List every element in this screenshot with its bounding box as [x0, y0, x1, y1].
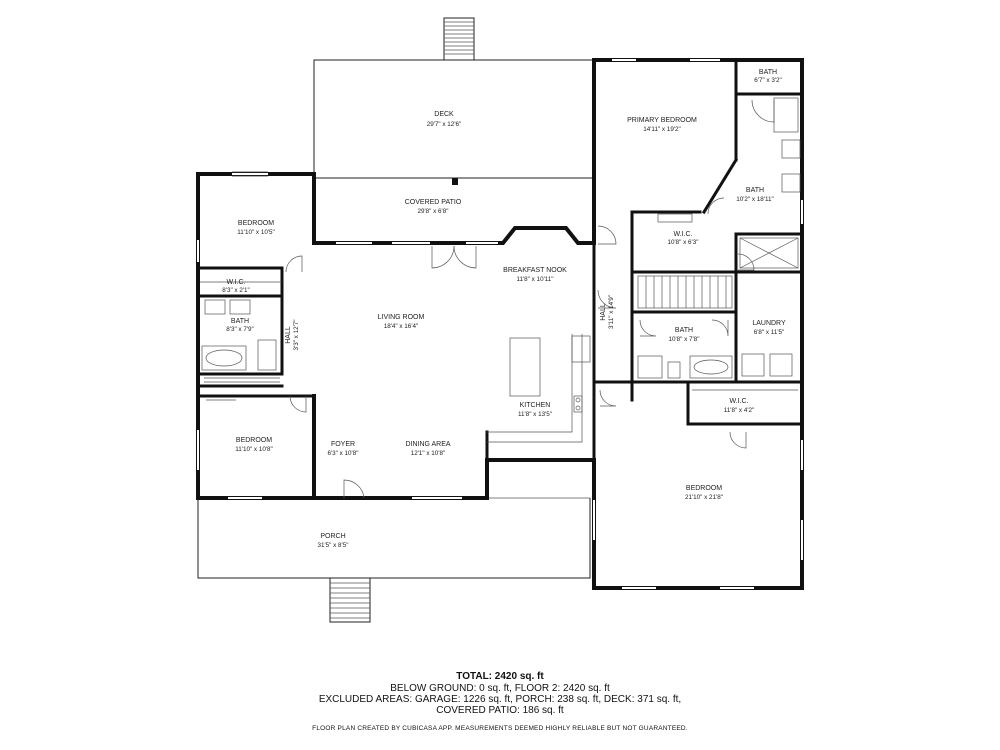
- bedroom-nw-name: BEDROOM: [238, 220, 274, 227]
- foyer-dim: 6'3" x 10'8": [327, 450, 358, 457]
- foyer-name: FOYER: [331, 441, 355, 448]
- laundry-name: LAUNDRY: [752, 320, 786, 327]
- dining-area-name: DINING AREA: [405, 441, 450, 448]
- floor-plan: DECK 29'7" x 12'6" COVERED PATIO 29'8" x…: [196, 17, 804, 623]
- wic-primary-dim: 10'8" x 6'3": [667, 239, 698, 246]
- excluded-areas-cont: COVERED PATIO: 186 sq. ft: [436, 705, 564, 716]
- hall-east-name: HALL: [600, 303, 607, 321]
- bedroom-sw-dim: 11'10" x 10'8": [235, 446, 273, 453]
- wic-primary-name: W.I.C.: [673, 231, 692, 238]
- room-labels: DECK 29'7" x 12'6" COVERED PATIO 29'8" x…: [222, 69, 786, 549]
- bath-west-dim: 8'3" x 7'9": [226, 326, 254, 333]
- bath-primary-name: BATH: [746, 187, 764, 194]
- deck-stairs: [443, 17, 475, 61]
- bedroom-se-name: BEDROOM: [686, 485, 722, 492]
- breakfast-nook-dim: 11'8" x 10'11": [516, 276, 553, 283]
- covered-patio-dim: 29'8" x 6'8": [417, 208, 448, 215]
- porch-outline: [197, 497, 591, 579]
- bath-center-name: BATH: [675, 327, 693, 334]
- total-area: TOTAL: 2420 sq. ft: [456, 671, 544, 682]
- bath-primary-dim: 10'2" x 18'11": [736, 196, 774, 203]
- hall-east-dim: 3'11" x 14'9": [608, 295, 615, 329]
- porch-dim: 31'5" x 8'5": [317, 542, 348, 549]
- kitchen-name: KITCHEN: [520, 402, 551, 409]
- doors: [285, 99, 775, 499]
- deck-name: DECK: [434, 111, 454, 118]
- covered-patio-name: COVERED PATIO: [405, 199, 462, 206]
- bath-small-dim: 6'7" x 3'2": [754, 77, 782, 84]
- bath-small-name: BATH: [759, 69, 777, 76]
- wic-east-dim: 11'8" x 4'2": [724, 407, 755, 414]
- exterior-walls: [196, 58, 804, 590]
- fixtures: [200, 97, 801, 443]
- deck-dim: 29'7" x 12'6": [427, 121, 462, 128]
- kitchen-dim: 11'8" x 13'5": [518, 411, 552, 418]
- disclaimer: FLOOR PLAN CREATED BY CUBICASA APP. MEAS…: [312, 725, 688, 732]
- primary-bedroom-name: PRIMARY BEDROOM: [627, 117, 697, 124]
- hall-west-dim: 3'3" x 12'7": [293, 319, 300, 350]
- hall-west-name: HALL: [285, 326, 292, 344]
- laundry-dim: 6'8" x 11'5": [754, 329, 785, 336]
- wic-west-name: W.I.C.: [226, 279, 245, 286]
- living-room-dim: 18'4" x 16'4": [384, 323, 419, 330]
- bedroom-nw-dim: 11'10" x 10'5": [237, 229, 275, 236]
- porch-stairs: [329, 577, 371, 623]
- bath-center-dim: 10'8" x 7'8": [668, 336, 699, 343]
- excluded-areas: EXCLUDED AREAS: GARAGE: 1226 sq. ft, POR…: [318, 694, 682, 705]
- breakfast-nook-name: BREAKFAST NOOK: [503, 267, 567, 274]
- living-room-name: LIVING ROOM: [378, 314, 425, 321]
- deck-outline: [313, 59, 594, 243]
- porch-name: PORCH: [320, 533, 345, 540]
- below-ground-area: BELOW GROUND: 0 sq. ft, FLOOR 2: 2420 sq…: [390, 683, 610, 694]
- interior-walls: [196, 58, 804, 462]
- bedroom-se-dim: 21'10" x 21'8": [685, 494, 723, 501]
- dining-area-dim: 12'1" x 10'8": [411, 450, 446, 457]
- bedroom-sw-name: BEDROOM: [236, 437, 272, 444]
- wic-east-name: W.I.C.: [729, 398, 748, 405]
- wic-west-dim: 8'3" x 2'1": [222, 287, 250, 294]
- primary-bedroom-dim: 14'11" x 19'2": [643, 126, 681, 133]
- windows: [197, 59, 803, 589]
- bath-west-name: BATH: [231, 318, 249, 325]
